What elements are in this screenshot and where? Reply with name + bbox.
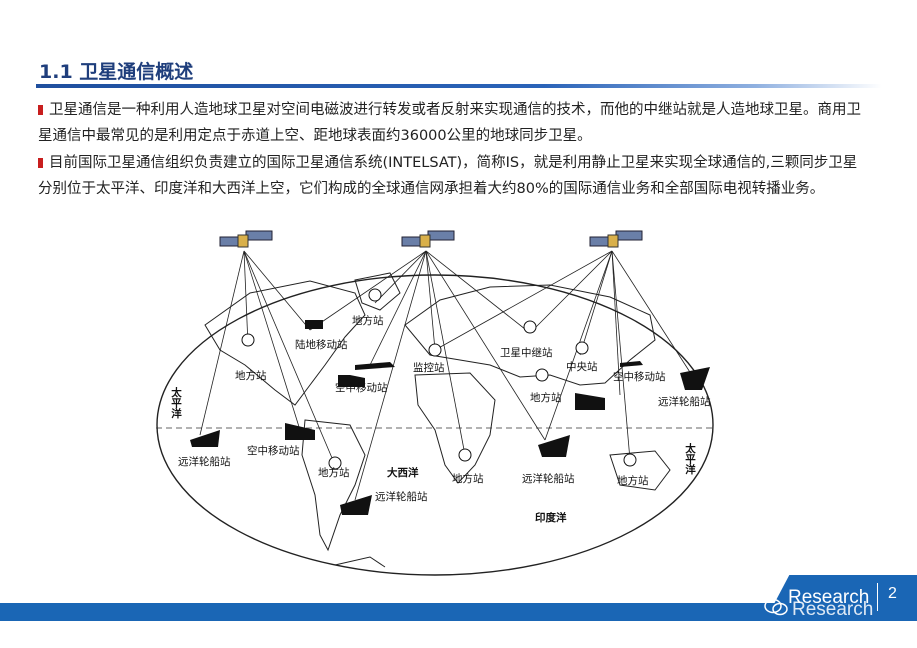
- label-difangzhan-5: 地方站: [452, 472, 484, 485]
- link-lines: [199, 250, 696, 501]
- ship-icon: [538, 435, 570, 457]
- bullet-marker: [38, 158, 43, 168]
- city-icon: [575, 393, 605, 410]
- label-zhongyangzhan: 中央站: [566, 360, 598, 373]
- dish-icon: [428, 343, 442, 357]
- ship-icon: [680, 367, 710, 390]
- plane-icon: [620, 361, 643, 367]
- ship-icon: [190, 430, 220, 447]
- label-daxiyang: 大西洋: [387, 466, 419, 479]
- paragraph-1-text: 卫星通信是一种利用人造地球卫星对空间电磁波进行转发或者反射来实现通信的技术，而他…: [38, 102, 861, 144]
- brand-text-shadow: Research: [792, 599, 874, 620]
- paragraph-2-text: 目前国际卫星通信组织负责建立的国际卫星通信系统(INTELSAT)，简称IS，就…: [38, 155, 858, 197]
- footer-tab: [765, 575, 917, 621]
- dish-icon: [575, 341, 589, 355]
- brand-text: Research: [788, 587, 870, 608]
- label-kongzhong-1: 空中移动站: [335, 381, 388, 394]
- label-yuanyang-1: 远洋轮船站: [658, 395, 711, 408]
- africa: [414, 372, 496, 484]
- slide-title: 1.1 卫星通信概述: [39, 61, 194, 83]
- paragraph-1: 卫星通信是一种利用人造地球卫星对空间电磁波进行转发或者反射来实现通信的技术，而他…: [38, 97, 868, 149]
- europe-asia: [404, 284, 656, 386]
- label-kongzhong-3: 空中移动站: [247, 444, 300, 457]
- satellite-icon-atlantic: [401, 230, 455, 248]
- world-outline: [156, 274, 714, 576]
- plane-icon: [355, 362, 395, 370]
- label-yuanyang-4: 远洋轮船站: [522, 472, 575, 485]
- label-taipingyang-left: 太平洋: [170, 386, 182, 419]
- label-taipingyang-right: 太平洋: [684, 442, 696, 475]
- dish-icon: [241, 333, 255, 347]
- dish-icon: [328, 456, 342, 470]
- truck-icon: [305, 320, 323, 329]
- north-america: [204, 280, 366, 406]
- dish-icon: [623, 453, 637, 467]
- south-america: [301, 419, 366, 552]
- title-underline: [36, 84, 882, 88]
- label-kongzhong-2: 空中移动站: [613, 370, 666, 383]
- page-number: 2: [888, 585, 897, 602]
- dish-icon: [458, 448, 472, 462]
- antarctica-tip: [334, 556, 386, 568]
- station-icons: [190, 288, 710, 515]
- dish-icon: [535, 368, 549, 382]
- city-icon: [338, 375, 365, 387]
- paragraph-2: 目前国际卫星通信组织负责建立的国际卫星通信系统(INTELSAT)，简称IS，就…: [38, 150, 868, 202]
- label-difangzhan-4: 地方站: [318, 466, 350, 479]
- dish-icon: [368, 288, 382, 302]
- label-weixing-zhongjizhan: 卫星中继站: [500, 346, 553, 359]
- bullet-marker: [38, 105, 43, 115]
- label-yuanyang-2: 远洋轮船站: [178, 455, 231, 468]
- wechat-icon: [764, 598, 788, 616]
- footer-separator: [877, 583, 878, 611]
- label-ludi-yidongzhan: 陆地移动站: [295, 338, 348, 351]
- label-yinduyang: 印度洋: [535, 511, 567, 524]
- footer-bar: [0, 603, 917, 621]
- satellite-icon-indian: [589, 230, 643, 248]
- label-difangzhan-3: 地方站: [530, 391, 562, 404]
- australia: [609, 450, 671, 491]
- label-jiankongzhan: 监控站: [413, 361, 445, 374]
- city-icon: [285, 423, 315, 440]
- satellite-icon-pacific: [219, 230, 273, 248]
- ship-icon: [340, 495, 372, 515]
- label-yuanyang-3: 远洋轮船站: [375, 490, 428, 503]
- label-difangzhan-1: 地方站: [352, 314, 384, 327]
- dish-icon: [523, 320, 537, 334]
- label-difangzhan-6: 地方站: [617, 474, 649, 487]
- label-difangzhan-2: 地方站: [235, 369, 267, 382]
- satellite-network-map: 地方站 陆地移动站 地方站 空中移动站 监控站 卫星中继站 中央站 空中移动站 …: [156, 230, 714, 576]
- greenland: [354, 272, 401, 311]
